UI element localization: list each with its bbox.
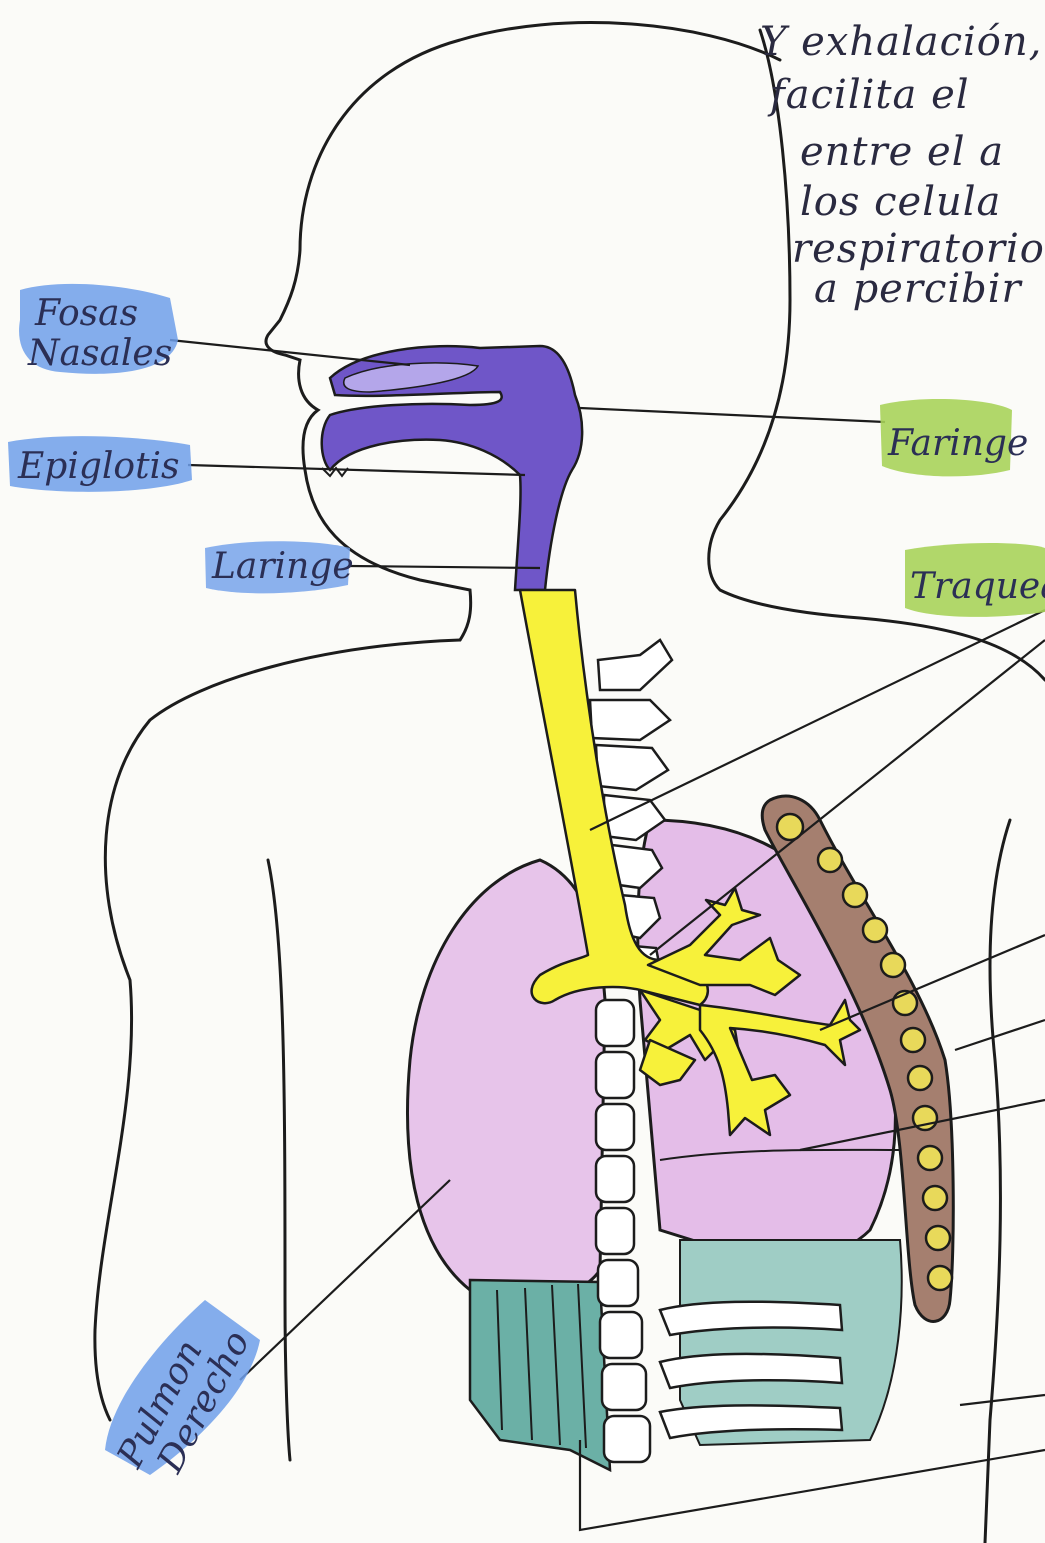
line-pulmon bbox=[240, 1180, 450, 1380]
line-band2 bbox=[960, 1395, 1045, 1405]
note-line-3: entre el a bbox=[800, 129, 1004, 175]
upper-airway bbox=[322, 346, 582, 590]
label-pulmon-derecho: Pulmon Derecho bbox=[105, 1300, 260, 1480]
label-epiglotis: Epiglotis bbox=[8, 436, 192, 492]
svg-text:Traquea: Traquea bbox=[910, 566, 1045, 607]
note-line-4: los celula bbox=[800, 179, 1001, 225]
ribs bbox=[660, 1302, 842, 1438]
line-laringe bbox=[350, 566, 540, 568]
note-line-6: a percibir bbox=[814, 266, 1024, 312]
line-fosas bbox=[170, 340, 410, 365]
line-band bbox=[955, 1020, 1045, 1050]
note-line-2: facilita el bbox=[767, 72, 970, 118]
svg-text:Nasales: Nasales bbox=[27, 333, 172, 374]
svg-text:Epiglotis: Epiglotis bbox=[17, 446, 180, 487]
label-faringe: Faringe bbox=[880, 399, 1028, 476]
label-fosas-nasales: Fosas Nasales bbox=[19, 284, 178, 374]
label-laringe: Laringe bbox=[205, 541, 354, 593]
right-lung bbox=[408, 860, 606, 1300]
svg-text:Laringe: Laringe bbox=[211, 546, 354, 587]
handwritten-note: Y exhalación, e facilita el entre el a l… bbox=[760, 19, 1045, 312]
line-epiglotis bbox=[188, 465, 525, 475]
label-traquea: Traquea bbox=[905, 543, 1045, 617]
svg-text:Fosas: Fosas bbox=[34, 293, 138, 334]
note-line-1: Y exhalación, e bbox=[760, 19, 1045, 65]
line-faringe bbox=[580, 408, 885, 422]
svg-text:Faringe: Faringe bbox=[887, 423, 1028, 464]
